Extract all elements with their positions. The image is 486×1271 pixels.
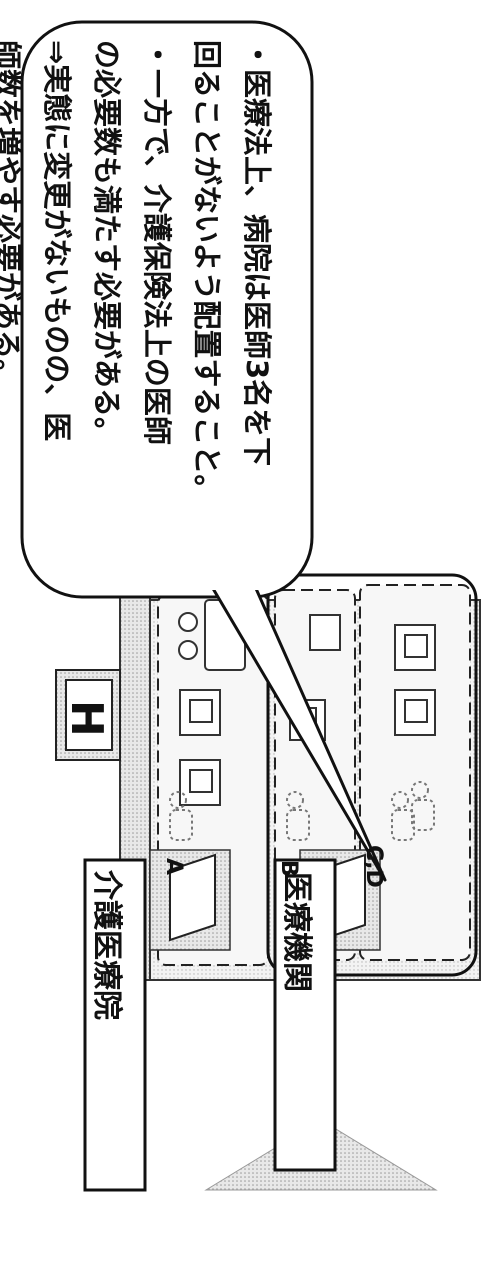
bubble-line: 師数を増やす必要がある。: [0, 40, 24, 389]
medical-institution-outline: [266, 573, 478, 977]
speech-bubble: [20, 20, 387, 882]
bubble-text: ・医療法上、病院は医師3名を下 回ることがないよう配置すること。 ・一方で、介護…: [0, 40, 282, 503]
doctor-figure-icon: [169, 781, 435, 841]
iryo-kikan-label-box: [273, 858, 337, 1172]
iryo-kikan-label: 医療機関: [279, 872, 314, 992]
bubble-line: の必要数も満たす必要がある。: [90, 40, 124, 447]
kaigo-iryoin-label: 介護医療院: [89, 870, 124, 1020]
bubble-line: ・一方で、介護保険法上の医師: [140, 40, 174, 445]
desk-computer-icon: [179, 614, 436, 806]
room-a-label: A: [161, 858, 186, 876]
bubble-line: 回ることがないよう配置すること。: [190, 40, 224, 504]
room-cd-label: C,D: [361, 845, 386, 888]
room-cd-floor: [359, 584, 471, 961]
kaigo-iryoin-label-box: [83, 858, 147, 1192]
bubble-line: ・医療法上、病院は医師3名を下: [240, 40, 274, 467]
bubble-line: ⇒実態に変更がないものの、医: [40, 40, 74, 442]
hospital-sign-letter: H: [61, 700, 112, 737]
